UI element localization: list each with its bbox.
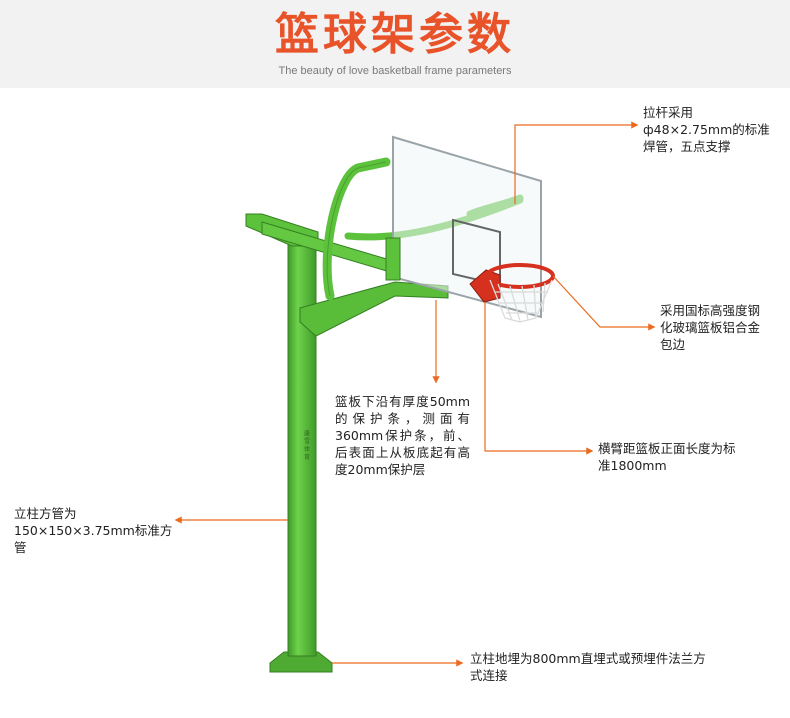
page-subtitle: The beauty of love basketball frame para… [278,65,512,77]
tie-rod [322,157,391,301]
backboard-glass [392,135,542,319]
net [489,279,553,323]
annotation-tie-rod: 拉杆采用ф48×2.75mm的标准焊管，五点支撑 [643,105,770,154]
post-logo-text: 康 雪 体 育 [303,429,310,461]
page-title: 篮球架参数 [275,9,515,60]
annotation-backboard: 采用国标高强度钢化玻璃篮板铝合金包边 [660,303,761,352]
annotation-base: 立柱地埋为800mm直埋式或预埋件法兰方式连接 [470,651,706,683]
header-banner: 篮球架参数 The beauty of love basketball fram… [0,0,790,88]
annotation-post: 立柱方管为150×150×3.75mm标准方管 [14,506,173,555]
main-arm [299,281,449,337]
annotation-bottom-pad: 篮板下沿有厚度50mm的保护条，测面有360mm保护条，前、后表面上从板底起有高… [335,394,470,477]
backboard-clamp [385,237,401,281]
callout-backboard [552,275,656,331]
annotation-arm-extension: 横臂距篮板正面长度为标准1800mm [598,441,736,473]
callout-tie-rod [514,121,639,204]
callout-arm-extension [484,302,594,455]
